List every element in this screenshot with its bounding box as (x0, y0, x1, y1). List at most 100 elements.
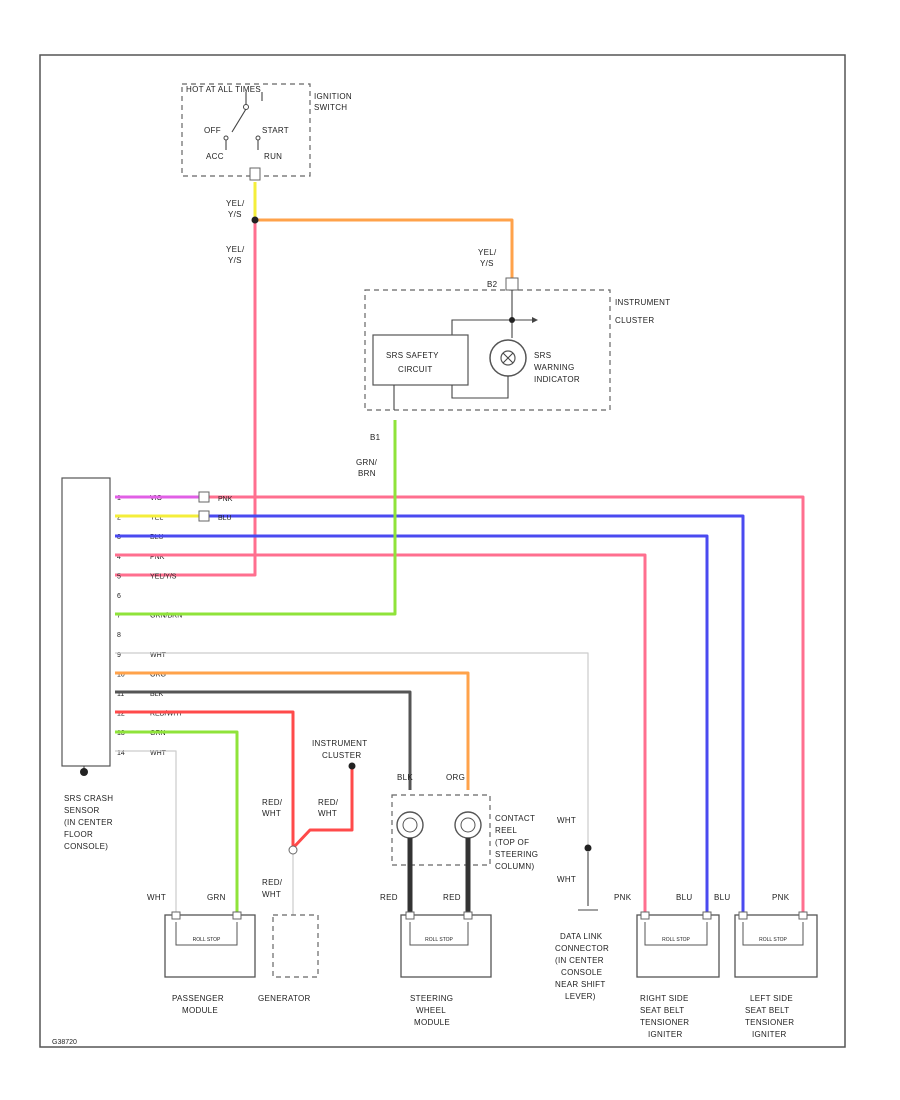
dlc-label-4: CONSOLE (561, 968, 602, 977)
left-tensioner-igniter (734, 914, 818, 978)
sensor-pin-5: 5 (117, 573, 121, 580)
sensor-pin-9: 9 (117, 652, 121, 659)
ignition-switch-label-2: SWITCH (314, 103, 347, 112)
label-red-wht-c: RED/ (262, 798, 283, 807)
passenger-module-terminal (171, 911, 181, 920)
ignition-connector (249, 167, 261, 181)
gen-connector (288, 845, 298, 855)
sensor-wire-label-10: ORG (150, 671, 166, 678)
right-tensioner-label-2: SEAT BELT (640, 1006, 685, 1015)
sensor-wire-label-2: YEL (150, 515, 163, 522)
connector-label-pnk: PNK (218, 496, 233, 503)
left-tensioner-label-3: TENSIONER (745, 1018, 794, 1027)
pin-label-b2: B2 (487, 280, 498, 289)
srs-crash-sensor: SRS CRASH SENSOR (IN CENTER FLOOR CONSOL… (61, 477, 113, 851)
wire-blu-3 (115, 534, 709, 915)
sensor-wire-label-14: WHT (150, 750, 167, 757)
right-tensioner-igniter-terminal (702, 911, 712, 920)
sensor-pin-13: 13 (117, 730, 125, 737)
sensor-pin-10: 10 (117, 671, 125, 678)
srs-indicator-label-3: INDICATOR (534, 375, 580, 384)
left-tensioner-igniter-terminal (798, 911, 808, 920)
steering-module-label-1: STEERING (410, 994, 453, 1003)
instrument-cluster: INSTRUMENT CLUSTER SRS SAFETY CIRCUIT SR… (364, 277, 670, 411)
contact-reel: CONTACT REEL (TOP OF STEERING COLUMN) (391, 794, 538, 871)
srs-indicator-label-2: WARNING (534, 363, 574, 372)
label-red-wht-f: WHT (262, 890, 281, 899)
right-tensioner-label-1: RIGHT SIDE (640, 994, 689, 1003)
sensor-pin-12: 12 (117, 711, 125, 718)
steering-wheel-module-inner-label: ROLL STOP (425, 937, 453, 943)
left-tensioner-igniter-squib (742, 922, 804, 946)
contact-reel-label-1: CONTACT (495, 814, 535, 823)
left-tensioner-label-1: LEFT SIDE (750, 994, 793, 1003)
sensor-wire-label-9: WHT (150, 652, 167, 659)
connector-label-blu: BLU (218, 515, 232, 522)
passenger-module (164, 914, 256, 978)
passenger-module-label-1: PASSENGER (172, 994, 224, 1003)
wire-label-yel-1: YEL/ (226, 199, 245, 208)
generator-box (272, 914, 319, 978)
label-grn-pass: GRN (207, 893, 226, 902)
sensor-label-1: SRS CRASH (64, 794, 113, 803)
sensor-wire-label-5: YEL/Y/S (150, 573, 177, 580)
right-tensioner-igniter-inner-label: ROLL STOP (662, 937, 690, 943)
sensor-label-4: FLOOR (64, 830, 93, 839)
connector-pin1 (198, 491, 210, 503)
cluster-ground-label-1: INSTRUMENT (312, 739, 367, 748)
right-tensioner-igniter-squib (644, 922, 708, 946)
label-wht-dlc-a: WHT (557, 816, 576, 825)
switch-start-label: START (262, 126, 289, 135)
pin-label-b1: B1 (370, 433, 381, 442)
sensor-pin-4: 4 (117, 554, 121, 561)
dlc-label-3: (IN CENTER (555, 956, 604, 965)
sensor-label-3: (IN CENTER (64, 818, 113, 827)
contact-reel-label-3: (TOP OF (495, 838, 529, 847)
wire-label-brn: BRN (358, 469, 376, 478)
label-blk: BLK (397, 773, 413, 782)
sensor-pin-11: 11 (117, 691, 124, 698)
label-red-wht-a: RED/ (318, 798, 339, 807)
wire-label-grn: GRN/ (356, 458, 378, 467)
ignition-switch: HOT AT ALL TIMES IGNITION SWITCH OFF STA… (181, 83, 352, 177)
reel-icon-right (454, 811, 482, 839)
right-tensioner-igniter-terminal (640, 911, 650, 920)
contact-reel-label-5: COLUMN) (495, 862, 534, 871)
sensor-label-5: CONSOLE) (64, 842, 108, 851)
label-red-wht-d: WHT (262, 809, 281, 818)
dlc-label-5: NEAR SHIFT (555, 980, 606, 989)
steering-module-label-3: MODULE (414, 1018, 450, 1027)
srs-safety-label-2: CIRCUIT (398, 365, 433, 374)
cluster-ground-dot (348, 762, 356, 770)
label-pnk-right: PNK (614, 893, 632, 902)
switch-off-label: OFF (204, 126, 221, 135)
steering-wheel-module-terminal (405, 911, 415, 920)
label-pnk-left: PNK (772, 893, 790, 902)
passenger-module-squib (175, 922, 238, 946)
right-tensioner-label-3: TENSIONER (640, 1018, 689, 1027)
steering-module-label-2: WHEEL (416, 1006, 446, 1015)
left-tensioner-label-2: SEAT BELT (745, 1006, 790, 1015)
dlc-dot (584, 844, 592, 852)
left-tensioner-igniter-terminal (738, 911, 748, 920)
sensor-wire-label-3: BLU (150, 534, 164, 541)
cluster-connector (505, 277, 519, 291)
passenger-module-inner-label: ROLL STOP (193, 937, 221, 943)
srs-safety-label-1: SRS SAFETY (386, 351, 439, 360)
sensor-label-2: SENSOR (64, 806, 100, 815)
steering-wheel-module (400, 914, 492, 978)
label-wht-dlc-b: WHT (557, 875, 576, 884)
sensor-wire-label-12: RED/WHT (150, 711, 183, 718)
wire-grn-brn (115, 420, 397, 616)
wire-org-10 (115, 671, 470, 790)
wire-label-ys-1: Y/S (228, 210, 242, 219)
right-tensioner-label-4: IGNITER (648, 1030, 683, 1039)
figure-id: G38720 (52, 1039, 77, 1046)
wire-blk (115, 690, 412, 790)
wire-label-yel-2: YEL/ (226, 245, 245, 254)
srs-indicator-label-1: SRS (534, 351, 551, 360)
steering-wheel-module-terminal (463, 911, 473, 920)
passenger-module-terminal (232, 911, 242, 920)
